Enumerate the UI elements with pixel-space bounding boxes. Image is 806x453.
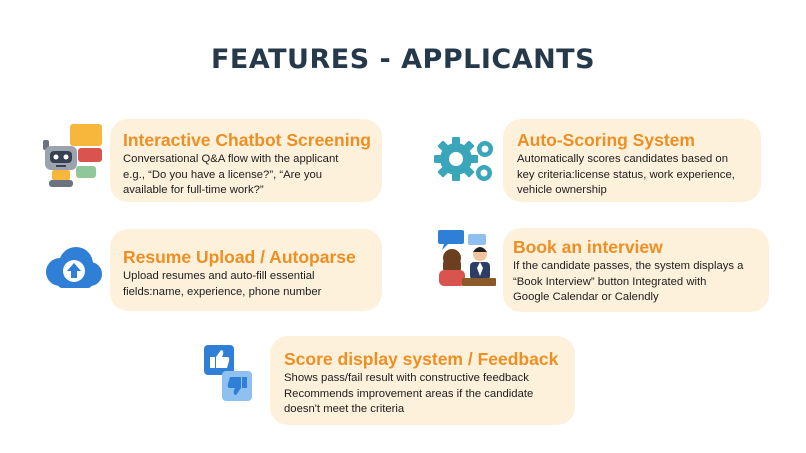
- thumbs-up-down-icon: [202, 343, 256, 403]
- feature-title: Auto-Scoring System: [517, 130, 695, 150]
- feature-card-book-interview: Book an interview If the candidate passe…: [503, 228, 769, 312]
- feature-title: Book an interview: [513, 237, 663, 257]
- feature-card-score-display: Score display system / Feedback Shows pa…: [270, 336, 575, 425]
- feature-description: If the candidate passes, the system disp…: [513, 260, 744, 303]
- cloud-upload-icon: [40, 244, 106, 290]
- feature-card-auto-scoring: Auto-Scoring System Automatically scores…: [503, 119, 761, 202]
- feature-title: Resume Upload / Autoparse: [123, 247, 356, 267]
- feature-description: Automatically scores candidates based on…: [517, 153, 735, 196]
- interview-icon: [434, 228, 498, 288]
- feature-description: Conversational Q&A flow with the applica…: [123, 153, 339, 196]
- feature-description: Shows pass/fail result with constructive…: [284, 372, 534, 415]
- gears-icon: [434, 133, 496, 185]
- chatbot-robot-icon: [40, 122, 106, 188]
- feature-card-resume-upload: Resume Upload / Autoparse Upload resumes…: [110, 229, 382, 311]
- page-title: FEATURES - APPLICANTS: [210, 44, 596, 75]
- feature-description: Upload resumes and auto-fill essential f…: [123, 270, 322, 298]
- feature-card-chatbot: Interactive Chatbot Screening Conversati…: [110, 119, 382, 202]
- feature-title: Score display system / Feedback: [284, 349, 559, 369]
- feature-title: Interactive Chatbot Screening: [123, 130, 371, 150]
